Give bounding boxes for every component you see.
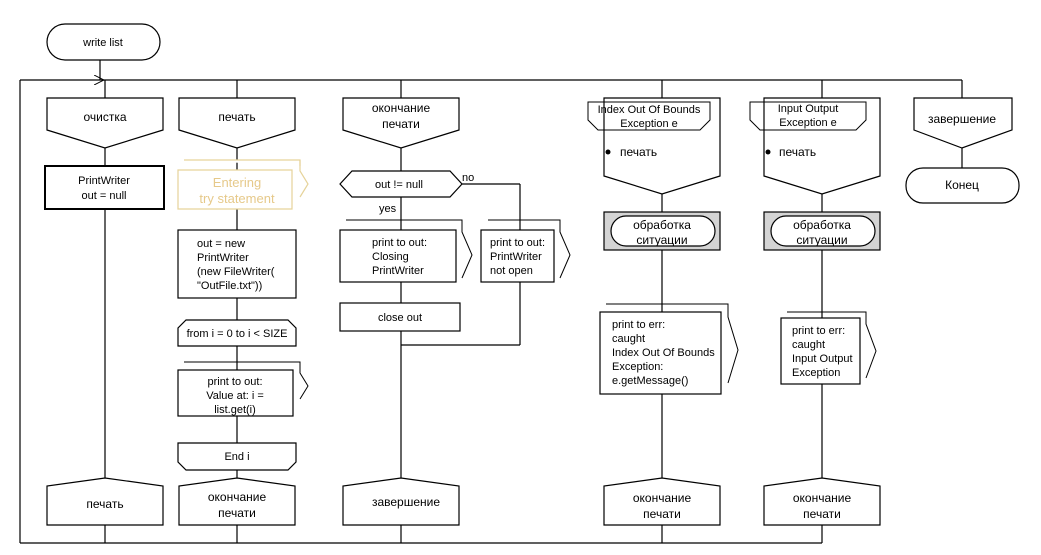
svg-text:End i: End i (224, 451, 249, 463)
svg-text:list.get(i): list.get(i) (214, 404, 256, 416)
svg-text:завершение: завершение (372, 495, 440, 509)
condition-box (339, 170, 463, 198)
column-finish: завершение Конец (905, 97, 1020, 204)
svg-text:печати: печати (382, 117, 420, 131)
header-label: очистка (83, 110, 126, 124)
column-cleanup: очистка PrintWriter out = null печать (44, 97, 165, 526)
svg-text:Value at: i =: Value at: i = (206, 390, 264, 402)
svg-text:Exception e: Exception e (620, 118, 677, 130)
svg-text:Entering: Entering (213, 175, 261, 190)
error-print-shelf: print to err: caught Index Out Of Bounds… (599, 303, 739, 395)
svg-text:from i = 0 to i < SIZE: from i = 0 to i < SIZE (187, 328, 288, 340)
svg-text:out = null: out = null (82, 190, 127, 202)
loop-end (177, 442, 297, 471)
svg-text:печати: печати (803, 507, 841, 521)
svg-text:print to out:: print to out: (490, 237, 545, 249)
svg-text:print to err:: print to err: (612, 319, 665, 331)
error-print-shelf: print to err: caught Input Output Except… (780, 311, 877, 385)
branch-header (178, 97, 296, 149)
branch-header (46, 97, 164, 149)
exception-tag (749, 101, 867, 131)
svg-text:PrintWriter: PrintWriter (372, 265, 424, 277)
disabled-step: Entering try statement (177, 159, 309, 210)
yes-step-shelf: print to out: Closing PrintWriter (339, 219, 473, 283)
loop-body-shelf: print to out: Value at: i = list.get(i) (177, 361, 309, 417)
svg-text:Конец: Конец (945, 178, 979, 192)
branch-footer (603, 477, 721, 526)
branch-header (763, 97, 881, 195)
svg-text:Exception e: Exception e (779, 117, 836, 129)
column-io-exception: Input Output Exception e печать обработк… (749, 97, 881, 526)
bullet-icon (605, 149, 611, 155)
action-box (177, 229, 297, 299)
column-index-exception: Index Out Of Bounds Exception e печать о… (587, 97, 739, 526)
yes-label: yes (379, 203, 397, 215)
svg-text:out != null: out != null (375, 179, 423, 191)
branch-header (913, 97, 1013, 149)
svg-text:"OutFile.txt")): "OutFile.txt")) (197, 280, 262, 292)
svg-text:Closing: Closing (372, 251, 409, 263)
branch-footer (763, 477, 881, 526)
svg-text:окончание: окончание (208, 490, 267, 504)
start-label: write list (82, 37, 123, 49)
branch-footer (342, 477, 460, 526)
branch-header (342, 97, 460, 149)
svg-text:печать: печать (779, 145, 816, 159)
svg-text:Input Output: Input Output (792, 353, 853, 365)
svg-text:print to out:: print to out: (372, 237, 427, 249)
svg-text:caught: caught (792, 339, 825, 351)
svg-text:печать: печать (86, 497, 123, 511)
svg-text:not open: not open (490, 265, 533, 277)
branch-footer (46, 477, 164, 526)
svg-text:обработка: обработка (633, 218, 691, 232)
close-out-box (339, 302, 461, 332)
svg-text:ситуации: ситуации (636, 233, 687, 247)
svg-text:(new FileWriter(: (new FileWriter( (197, 266, 275, 278)
end-terminal (905, 167, 1020, 204)
branch-footer (178, 477, 296, 526)
svg-text:ситуации: ситуации (796, 233, 847, 247)
svg-text:PrintWriter: PrintWriter (197, 252, 249, 264)
svg-text:PrintWriter: PrintWriter (490, 251, 542, 263)
svg-text:Exception: Exception (792, 367, 840, 379)
svg-text:try statement: try statement (199, 191, 275, 206)
svg-text:close out: close out (378, 312, 422, 324)
svg-text:печать: печать (620, 145, 657, 159)
svg-text:окончание: окончание (793, 491, 852, 505)
svg-text:e.getMessage(): e.getMessage() (612, 375, 688, 387)
svg-text:печати: печати (218, 506, 256, 520)
branch-header (603, 97, 721, 195)
svg-text:print to err:: print to err: (792, 325, 845, 337)
bullet-icon (765, 149, 771, 155)
svg-text:печать: печать (218, 110, 255, 124)
action-box (44, 165, 165, 210)
svg-text:Input Output: Input Output (778, 103, 839, 115)
svg-text:caught: caught (612, 333, 645, 345)
svg-text:завершение: завершение (928, 112, 996, 126)
svg-text:PrintWriter: PrintWriter (78, 175, 130, 187)
svg-text:Index Out Of Bounds: Index Out Of Bounds (598, 104, 701, 116)
svg-text:обработка: обработка (793, 218, 851, 232)
svg-text:out = new: out = new (197, 238, 245, 250)
no-label: no (462, 172, 474, 184)
svg-text:Exception:: Exception: (612, 361, 663, 373)
svg-text:окончание: окончание (633, 491, 692, 505)
column-print: печать Entering try statement out = new … (177, 97, 309, 526)
svg-text:окончание: окончание (372, 101, 431, 115)
no-step-shelf: print to out: PrintWriter not open (480, 219, 571, 283)
start-terminal: write list (46, 23, 161, 61)
svg-text:Index Out Of Bounds: Index Out Of Bounds (612, 347, 715, 359)
column-end-print: окончание печати out != null no yes prin… (339, 97, 571, 526)
loop-start (177, 319, 297, 347)
svg-text:print to out:: print to out: (207, 376, 262, 388)
svg-text:печати: печати (643, 507, 681, 521)
exception-tag (587, 101, 711, 131)
